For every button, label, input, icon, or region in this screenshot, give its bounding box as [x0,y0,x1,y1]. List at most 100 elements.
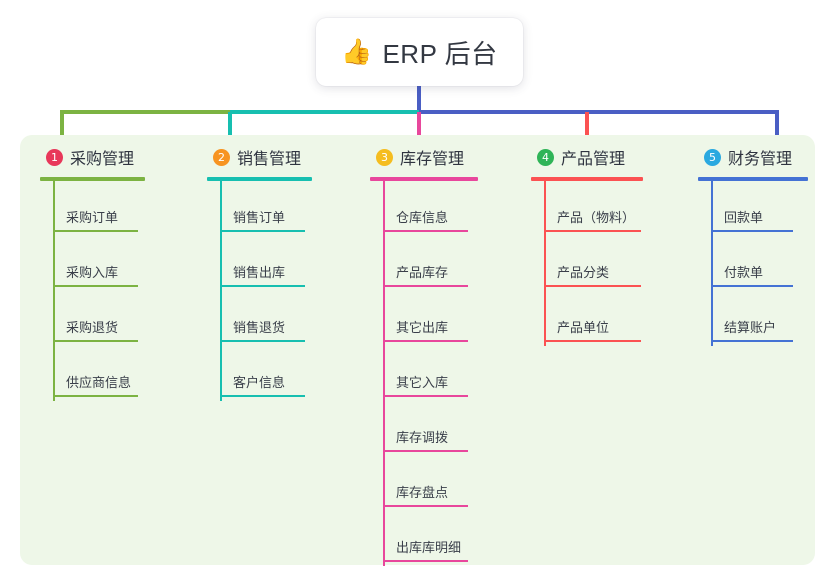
branch-item-label: 出库库明细 [396,540,462,555]
branch-item[interactable]: 采购入库 [40,236,145,291]
branch-item[interactable]: 产品单位 [531,291,643,346]
branch-item[interactable]: 付款单 [698,236,808,291]
branch-items-purchase: 采购订单采购入库采购退货供应商信息 [40,181,145,401]
branch-title: 采购管理 [70,151,135,168]
branch-column-finance: 5 财务管理回款单付款单结算账户 [698,146,808,346]
drop-purchase [60,112,64,140]
branch-items-product: 产品（物料） 产品分类产品单位 [531,181,643,346]
branch-item[interactable]: 产品分类 [531,236,643,291]
branch-underline [531,177,643,181]
branch-items-finance: 回款单付款单结算账户 [698,181,808,346]
branch-item-label: 销售出库 [233,265,286,280]
branch-item[interactable]: 采购订单 [40,181,145,236]
drop-product [585,112,589,140]
branch-item-label: 客户信息 [233,375,286,390]
branch-header-purchase[interactable]: 1 采购管理 [40,146,145,168]
branch-item-underline [383,395,468,397]
branch-item-underline [220,395,305,397]
branch-item-label: 付款单 [724,265,764,280]
root-title: ERP 后台 [382,38,498,69]
branch-item[interactable]: 其它出库 [370,291,478,346]
branch-title: 销售管理 [237,151,302,168]
branch-spine [711,181,713,346]
root-stem [417,86,421,112]
branch-item[interactable]: 出库库明细 [370,511,478,566]
branch-spine [53,181,55,401]
branch-item[interactable]: 销售退货 [207,291,312,346]
branch-item-label: 仓库信息 [396,210,449,225]
branch-item-underline [544,340,641,342]
branch-number-badge: 3 [376,148,393,166]
branch-column-purchase: 1 采购管理采购订单采购入库采购退货供应商信息 [40,146,145,401]
branch-item-underline [220,285,305,287]
branch-item[interactable]: 销售订单 [207,181,312,236]
drop-finance [775,112,779,140]
branch-column-product: 4 产品管理产品（物料） 产品分类产品单位 [531,146,643,346]
branch-item-underline [711,230,793,232]
branch-item-underline [383,285,468,287]
branch-item-underline [711,285,793,287]
branch-number-badge: 1 [46,148,63,166]
branch-item-label: 其它出库 [396,320,449,335]
branch-number-badge: 5 [704,148,721,166]
branch-item-underline [544,230,641,232]
branch-title: 财务管理 [728,151,793,168]
drop-sales [228,112,232,140]
branch-item-underline [53,395,138,397]
branch-item[interactable]: 其它入库 [370,346,478,401]
branch-item-label: 产品（物料） [557,210,636,225]
branch-item-underline [53,285,138,287]
branch-spine [220,181,222,401]
branch-item-label: 采购退货 [66,320,119,335]
branch-item-underline [53,340,138,342]
branch-spine [544,181,546,346]
bus-green [60,110,230,114]
branch-item-label: 产品单位 [557,320,610,335]
branch-item-underline [220,230,305,232]
branch-item-label: 结算账户 [724,320,777,335]
branch-item[interactable]: 库存调拨 [370,401,478,456]
branch-item[interactable]: 库存盘点 [370,456,478,511]
branch-item[interactable]: 采购退货 [40,291,145,346]
branch-item[interactable]: 回款单 [698,181,808,236]
branch-item-underline [383,340,468,342]
branch-spine [383,181,385,566]
branch-item-label: 库存盘点 [396,485,449,500]
branch-underline [370,177,478,181]
bus-teal [230,110,419,114]
branch-item-underline [53,230,138,232]
branch-item[interactable]: 客户信息 [207,346,312,401]
branch-underline [698,177,808,181]
branch-underline [207,177,312,181]
drop-inventory [417,112,421,140]
branch-underline [40,177,145,181]
branch-item[interactable]: 产品库存 [370,236,478,291]
branch-item-underline [544,285,641,287]
branch-item-underline [383,230,468,232]
branch-item-label: 产品分类 [557,265,610,280]
branch-number-badge: 4 [537,148,554,166]
branch-item[interactable]: 销售出库 [207,236,312,291]
branch-item-label: 回款单 [724,210,764,225]
branch-item-label: 销售退货 [233,320,286,335]
branch-item-underline [711,340,793,342]
branch-item-label: 供应商信息 [66,375,132,390]
branch-header-product[interactable]: 4 产品管理 [531,146,643,168]
branch-header-finance[interactable]: 5 财务管理 [698,146,808,168]
branch-item[interactable]: 结算账户 [698,291,808,346]
branch-item[interactable]: 仓库信息 [370,181,478,236]
branch-item-label: 库存调拨 [396,430,449,445]
branch-item[interactable]: 产品（物料） [531,181,643,236]
branch-item[interactable]: 供应商信息 [40,346,145,401]
branch-item-label: 采购入库 [66,265,119,280]
branch-item-underline [383,505,468,507]
root-node-card[interactable]: 👍 ERP 后台 [316,18,523,86]
branch-title: 产品管理 [561,151,626,168]
branch-items-sales: 销售订单销售出库销售退货客户信息 [207,181,312,401]
branch-item-label: 销售订单 [233,210,286,225]
